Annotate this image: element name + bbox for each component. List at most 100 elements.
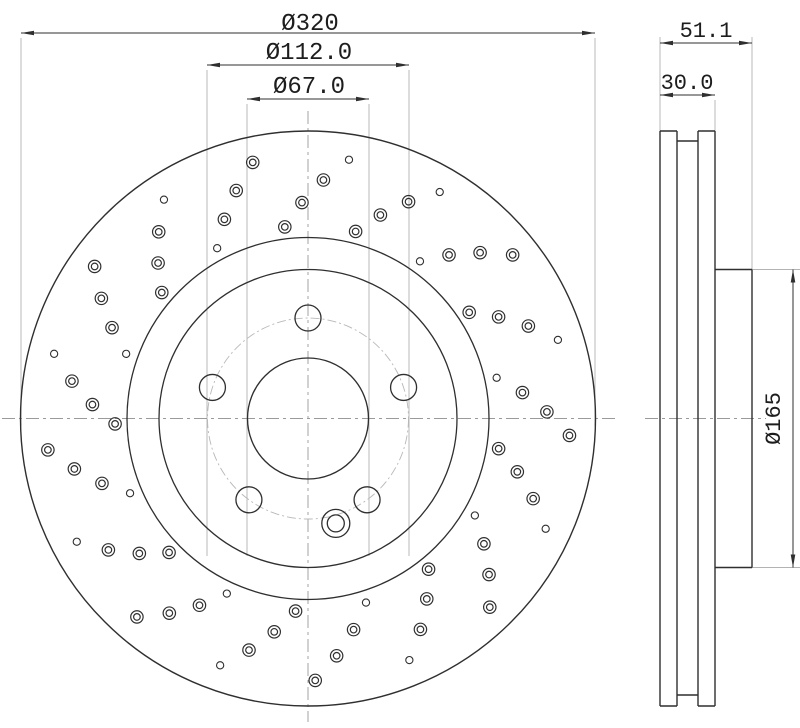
drilled-hole-outer <box>132 546 147 561</box>
drilled-hole-small <box>49 349 59 358</box>
drilled-hole-outer <box>348 224 363 239</box>
drilled-hole-inner <box>513 467 522 476</box>
drilled-hole-inner <box>220 215 229 224</box>
drilled-hole-outer <box>413 622 428 637</box>
drilled-hole-small <box>435 187 444 197</box>
drilled-hole-small <box>541 524 550 533</box>
bolt-hole <box>198 373 227 402</box>
center-bore-circle <box>246 357 370 480</box>
drilled-hole-outer <box>540 405 554 419</box>
drilled-hole-inner <box>565 431 574 440</box>
drilled-hole-inner <box>518 388 527 397</box>
drilled-hole-outer <box>329 648 344 663</box>
drilled-hole-outer <box>87 259 102 274</box>
drilled-hole-inner <box>465 308 474 317</box>
drilled-hole-inner <box>404 197 413 206</box>
drilled-hole-inner <box>135 549 144 558</box>
drilled-hole-small <box>553 335 563 345</box>
set-screw-hole-inner <box>326 514 345 533</box>
drilled-hole-outer <box>192 598 207 613</box>
drilled-hole-inner <box>195 601 204 610</box>
drilled-hole-inner <box>104 546 113 554</box>
drilled-hole-inner <box>422 595 431 603</box>
drilled-hole-outer <box>101 543 116 557</box>
drilled-hole-outer <box>421 562 436 577</box>
drilled-hole-inner <box>98 479 106 488</box>
drilled-hole-inner <box>529 494 538 503</box>
drilled-hole-inner <box>154 259 162 267</box>
drilled-hole-inner <box>270 627 279 636</box>
dimension-arrow <box>582 30 595 36</box>
drilled-hole-outer <box>278 220 292 234</box>
bolt-hole <box>389 373 418 402</box>
friction-surface-inner-circle <box>126 236 490 601</box>
drilled-hole-inner <box>332 651 341 660</box>
drilled-hole-small <box>159 195 169 204</box>
drilled-hole-inner <box>165 609 174 618</box>
drilled-hole-inner <box>485 603 494 612</box>
dimension-label: 51.1 <box>680 19 733 44</box>
drilled-hole-inner <box>70 465 79 473</box>
drilled-hole-outer <box>108 417 122 431</box>
drilled-hole-outer <box>67 462 82 476</box>
drilled-hole-inner <box>90 262 99 271</box>
drilled-hole-inner <box>280 222 289 231</box>
drilled-hole-inner <box>88 400 97 409</box>
drilled-hole-inner <box>445 250 453 259</box>
dimension-label: Ø320 <box>281 11 339 38</box>
drilled-hole-outer <box>162 545 176 560</box>
drilled-hole-outer <box>462 305 476 320</box>
drilled-hole-inner <box>133 613 141 621</box>
drilled-hole-outer <box>65 374 79 388</box>
drilled-hole-inner <box>351 227 360 236</box>
set-screw-hole-outer <box>321 508 351 539</box>
drilled-hole-outer <box>229 183 244 198</box>
drilled-hole-inner <box>424 565 433 574</box>
drilled-hole-small <box>125 489 135 498</box>
drilled-hole-outer <box>401 194 416 209</box>
drilled-hole-inner <box>543 407 551 416</box>
hub-flange-circle <box>158 268 458 569</box>
drilled-hole-inner <box>298 198 306 207</box>
dimension-arrow <box>702 92 715 98</box>
drilled-hole-outer <box>482 567 496 582</box>
bolt-circle <box>207 317 409 520</box>
drilled-hole-inner <box>485 570 493 579</box>
drilled-hole-inner <box>494 312 503 321</box>
drilled-hole-outer <box>473 245 487 260</box>
drilled-hole-outer <box>373 208 388 222</box>
drilled-hole-small <box>361 598 371 607</box>
dimension-arrow <box>207 62 220 68</box>
dimension-arrow <box>790 269 796 283</box>
drilled-hole-outer <box>217 212 232 227</box>
drilled-hole-small <box>122 349 131 358</box>
drilled-hole-outer <box>505 248 520 262</box>
dimension-arrow <box>396 62 409 68</box>
bolt-hole <box>353 486 381 514</box>
drilled-hole-outer <box>41 443 55 457</box>
drilled-hole-small <box>344 155 354 164</box>
drilled-hole-inner <box>97 294 106 303</box>
dimension-arrow <box>21 30 34 36</box>
drilled-hole-inner <box>349 625 358 634</box>
bolt-hole <box>235 486 263 514</box>
drilled-hole-inner <box>416 625 425 634</box>
drilled-hole-inner <box>68 377 76 386</box>
drilled-hole-inner <box>311 676 320 685</box>
drilled-hole-outer <box>491 441 506 456</box>
dimension-arrow <box>790 554 796 568</box>
dimension-label: Ø112.0 <box>266 40 352 67</box>
outer-circle <box>19 130 597 707</box>
drilled-hole-outer <box>288 604 303 618</box>
drilled-hole-outer <box>419 592 434 606</box>
drilled-hole-outer <box>130 610 144 624</box>
drilled-hole-inner <box>111 420 119 428</box>
drilled-hole-inner <box>248 158 257 167</box>
drilled-hole-inner <box>157 288 166 297</box>
drilled-hole-outer <box>515 385 530 400</box>
drilled-hole-outer <box>295 195 309 210</box>
drilled-hole-small <box>72 537 81 546</box>
drilled-hole-inner <box>291 607 300 615</box>
